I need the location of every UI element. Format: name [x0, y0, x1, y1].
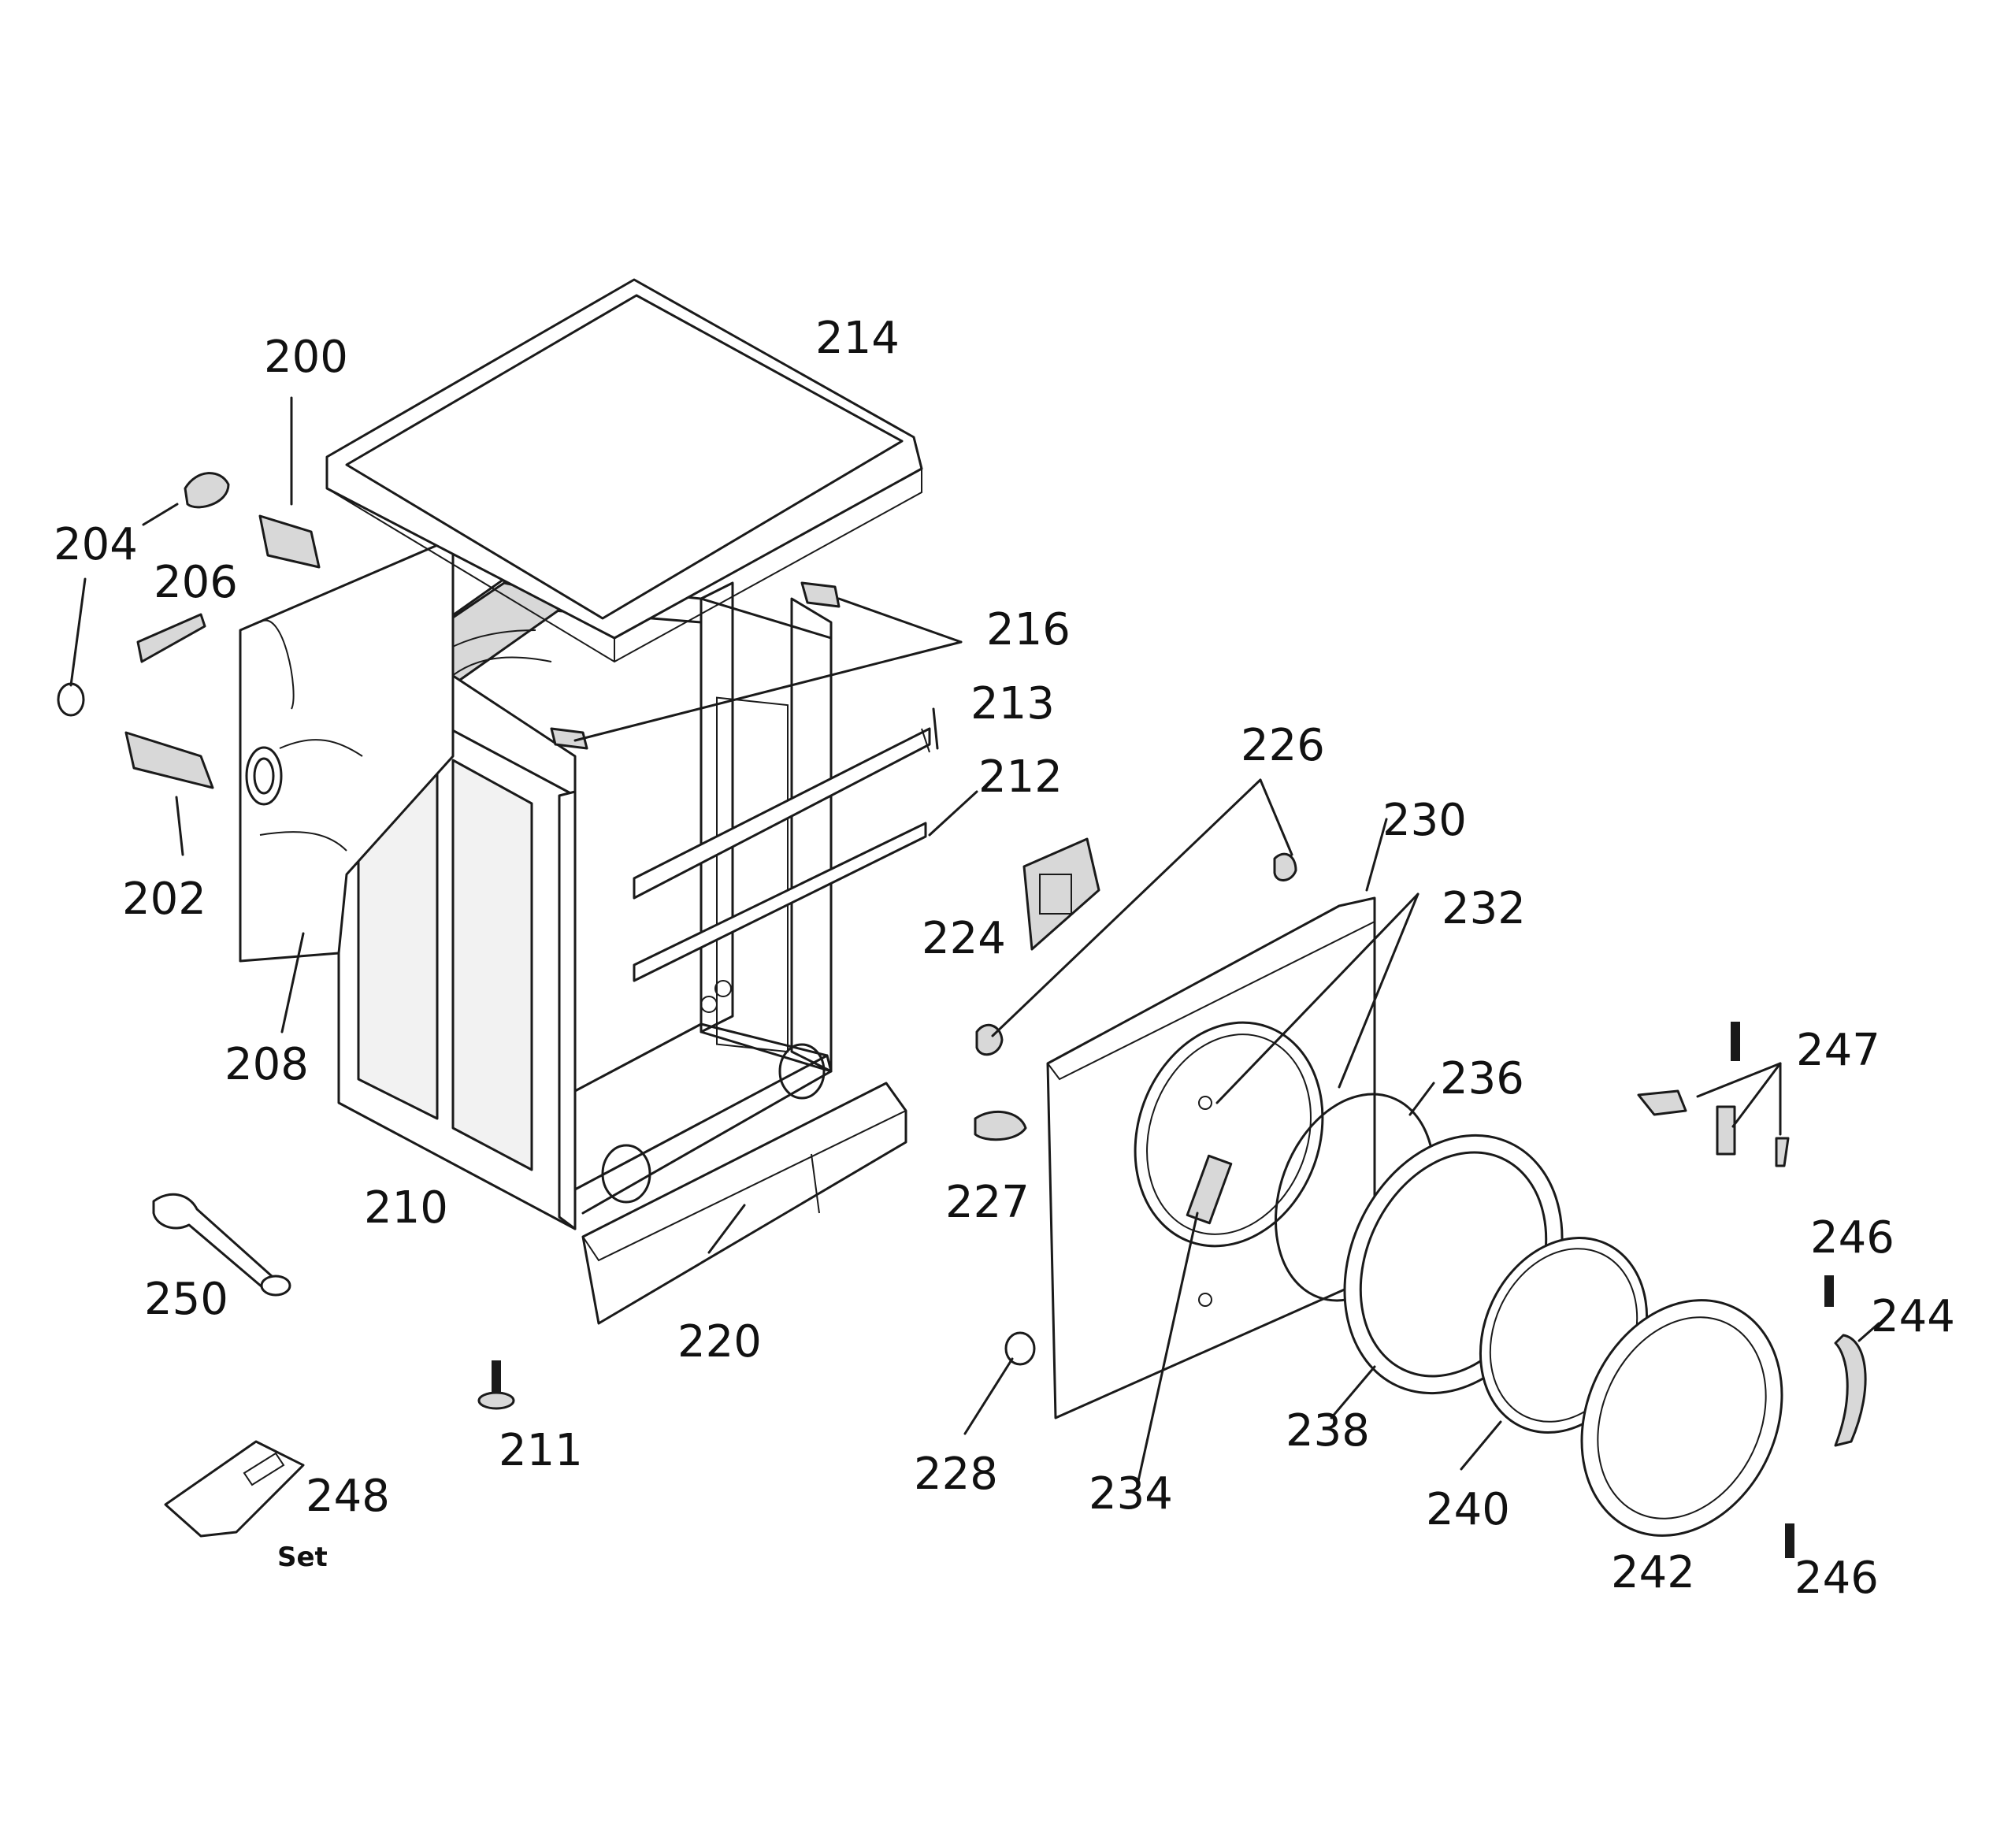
knob-204: [184, 472, 230, 509]
label-242: 242: [1611, 1547, 1695, 1598]
pin-upper: [1824, 1275, 1834, 1307]
label-224: 224: [922, 913, 1006, 964]
front-panel: [1046, 896, 1376, 1419]
kick-panel: [581, 1082, 907, 1325]
label-206: 206: [154, 557, 238, 608]
label-214: 214: [815, 313, 900, 364]
part-labels: 200 202 204 206 208 210 211 212 213 214 …: [54, 313, 1955, 1604]
label-226: 226: [1241, 720, 1325, 771]
washer-204b: [57, 682, 85, 717]
door-handle: [1834, 1334, 1867, 1447]
label-212: 212: [978, 751, 1063, 803]
valve-202: [124, 731, 214, 789]
label-250: 250: [144, 1274, 228, 1325]
top-lid: [325, 278, 923, 663]
label-208: 208: [225, 1039, 309, 1090]
label-234: 234: [1089, 1468, 1173, 1520]
hinge-parts: [1637, 1022, 1790, 1167]
label-246-upper: 246: [1810, 1212, 1895, 1264]
clip-226-b: [1273, 852, 1297, 881]
label-238: 238: [1286, 1405, 1370, 1457]
label-230: 230: [1382, 795, 1467, 846]
tab-216-a: [800, 581, 841, 608]
label-232: 232: [1442, 883, 1526, 934]
door-lock: [1022, 837, 1100, 951]
clip-227: [974, 1110, 1027, 1141]
wrench-250: [152, 1193, 291, 1297]
label-236: 236: [1440, 1053, 1524, 1104]
plate-248: [164, 1440, 305, 1538]
label-248: 248: [306, 1471, 390, 1522]
label-247: 247: [1796, 1025, 1880, 1076]
tab-216-b: [550, 727, 588, 750]
outer-door-ring: [1580, 1299, 1783, 1537]
label-210: 210: [364, 1182, 448, 1234]
label-204: 204: [54, 519, 138, 570]
pump-200: [258, 514, 321, 569]
foot-screw-211: [477, 1360, 515, 1410]
label-211: 211: [499, 1425, 583, 1476]
set-label: Set: [277, 1542, 328, 1573]
cabinet-frame: [369, 577, 931, 1215]
label-246-lower: 246: [1794, 1553, 1879, 1604]
label-228: 228: [914, 1449, 998, 1500]
label-200: 200: [264, 332, 348, 383]
foot-228: [1004, 1331, 1036, 1366]
pin-lower: [1785, 1523, 1794, 1558]
bracket-206: [136, 613, 206, 663]
label-220: 220: [677, 1316, 762, 1367]
label-227: 227: [945, 1177, 1030, 1228]
label-216: 216: [986, 604, 1071, 655]
label-244: 244: [1871, 1291, 1955, 1342]
label-202: 202: [122, 874, 206, 925]
label-240: 240: [1426, 1484, 1510, 1535]
label-213: 213: [970, 678, 1055, 729]
leader-lines: [69, 396, 1880, 1482]
